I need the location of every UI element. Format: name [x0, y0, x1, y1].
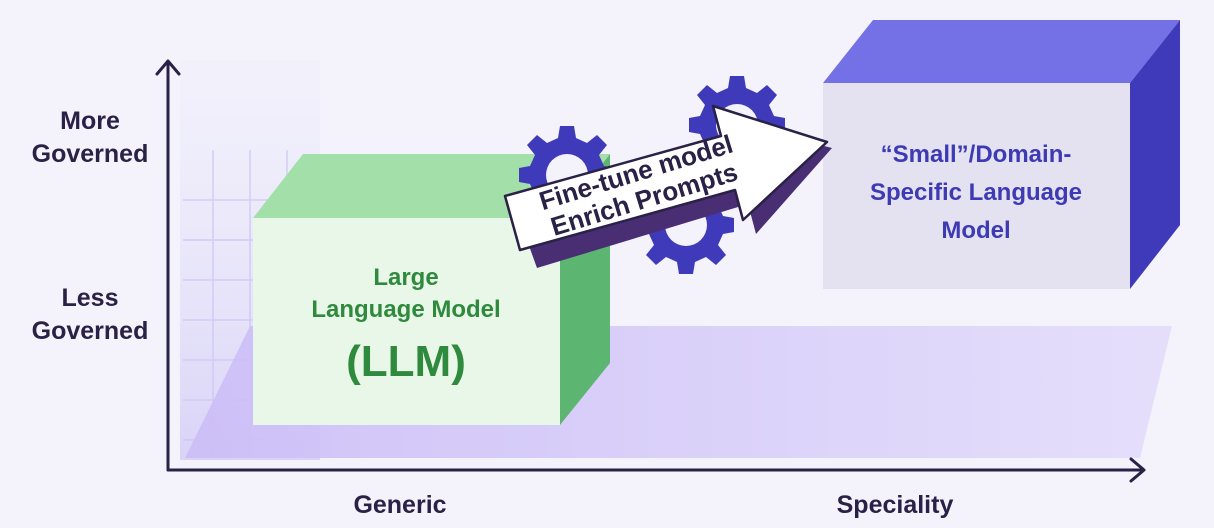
- y-label-less-governed: Less Governed: [0, 282, 180, 348]
- axes: [155, 59, 1146, 483]
- y-axis-arrowhead: [155, 59, 181, 76]
- slm-cube-front: [823, 83, 1130, 289]
- slm-cube-top: [823, 20, 1180, 83]
- y-label-more-governed-text: More Governed: [31, 107, 149, 168]
- llm-title: Large Language Model: [311, 264, 501, 323]
- llm-abbr: (LLM): [346, 337, 466, 386]
- slm-title: “Small”/Domain- Specific Language Model: [869, 141, 1083, 244]
- slm-cube: [823, 20, 1180, 289]
- slm-cube-side: [1130, 20, 1180, 289]
- x-axis-arrowhead: [1129, 457, 1146, 483]
- transition-arrow: [503, 104, 832, 268]
- y-label-more-governed: More Governed: [0, 105, 180, 171]
- x-label-speciality: Speciality: [836, 491, 954, 519]
- y-label-less-governed-text: Less Governed: [31, 284, 149, 345]
- x-label-generic: Generic: [353, 491, 447, 519]
- llm-cube-front: [253, 218, 560, 425]
